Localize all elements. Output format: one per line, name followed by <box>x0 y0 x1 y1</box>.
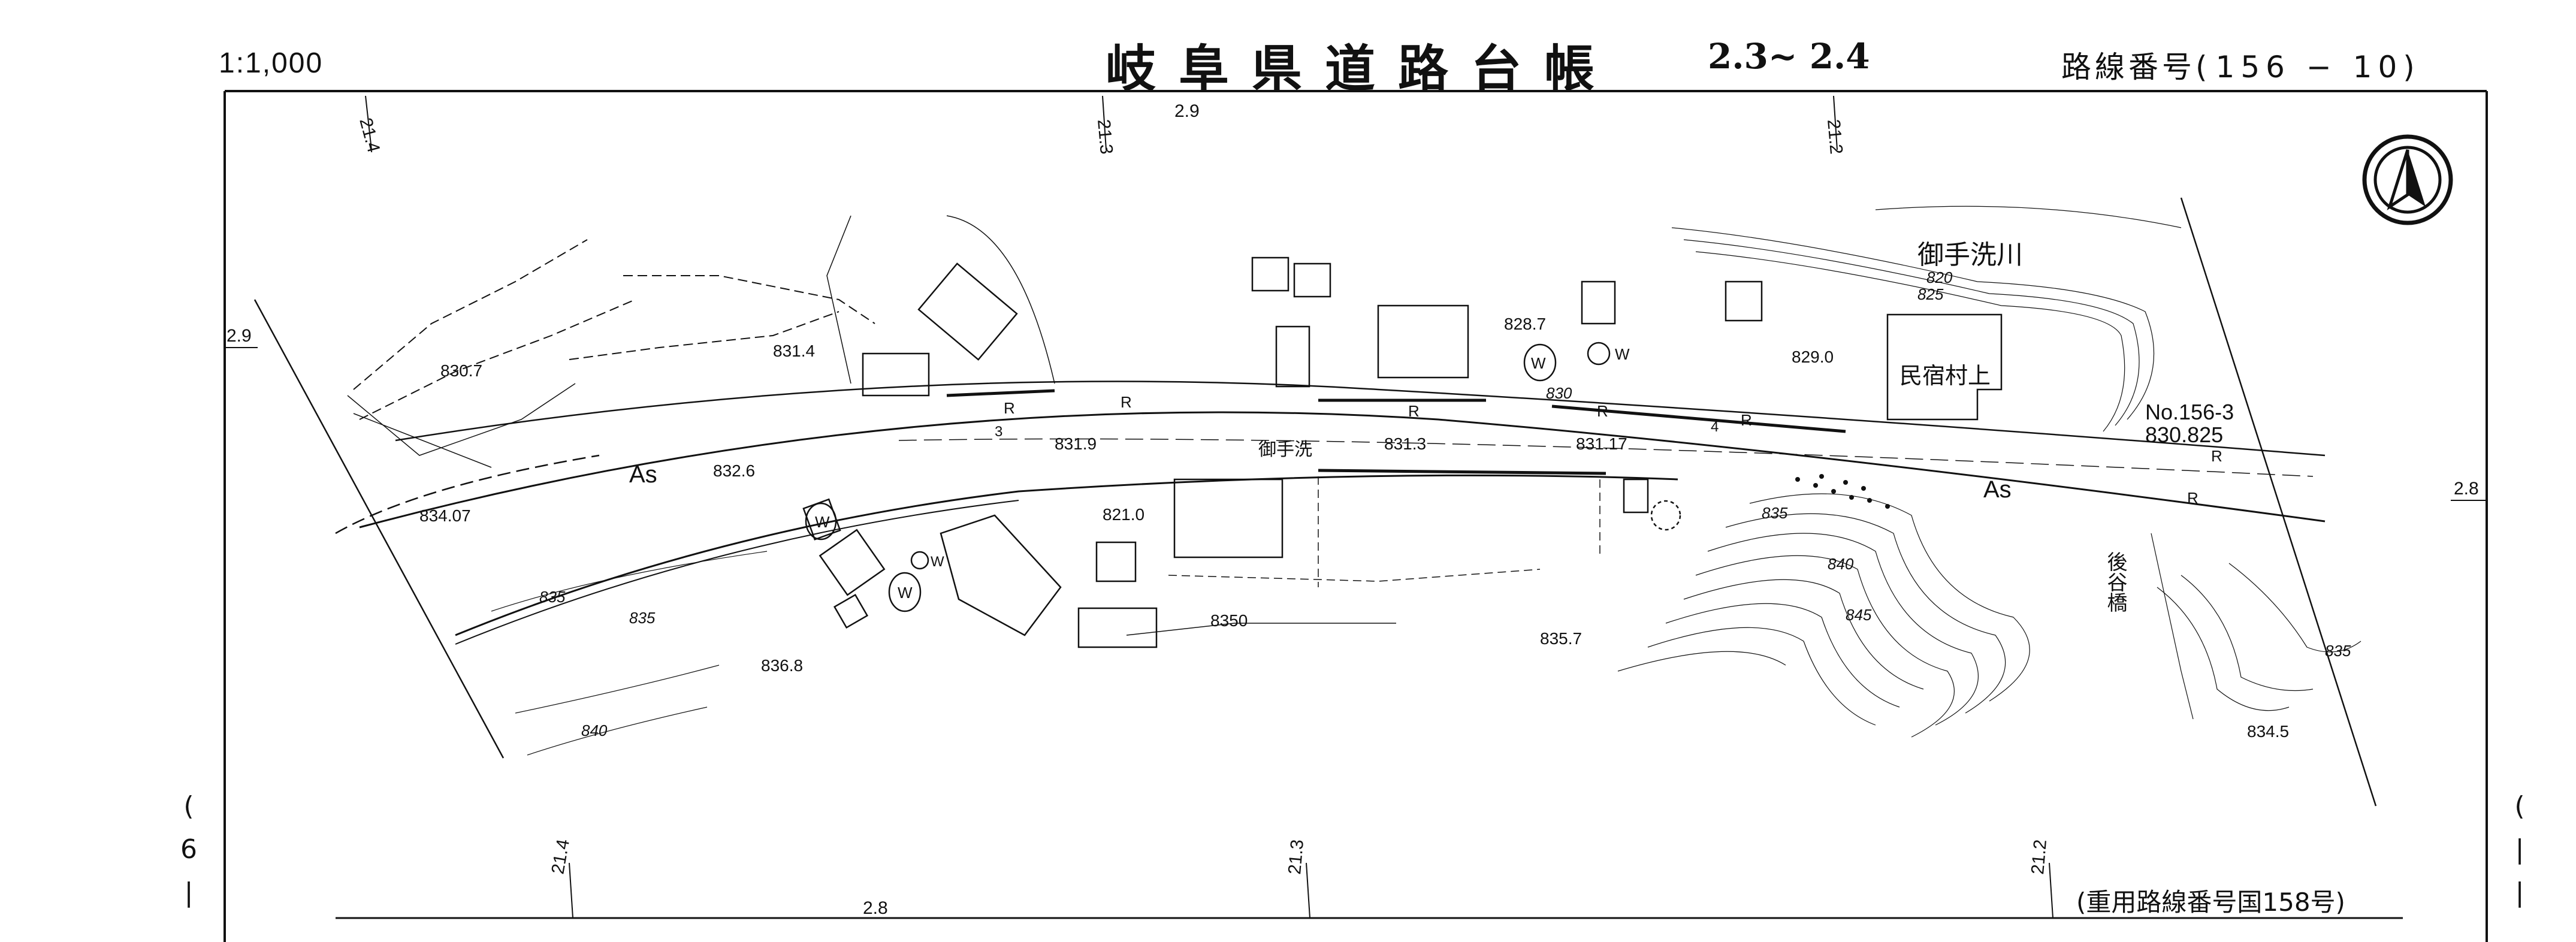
sheet-boundary <box>253 197 2377 807</box>
sheet-range: 2.3~ 2.4 <box>1708 36 1870 77</box>
spot-height: 831.9 <box>1055 434 1097 453</box>
sheet-right-num: | <box>2515 834 2524 865</box>
contour-right <box>2151 533 2361 720</box>
contour-label: 835 <box>629 609 656 627</box>
well-mark: W <box>1531 354 1546 372</box>
benchmark-elev: 830.825 <box>2145 422 2223 447</box>
spot-height: 832.6 <box>713 461 755 480</box>
spot-height: 834.5 <box>2247 722 2289 741</box>
well-mark: W <box>815 513 830 531</box>
sheet-left-num: 6 <box>180 834 197 865</box>
retaining-mark: R <box>1004 399 1015 417</box>
route-close: ) <box>2403 50 2418 84</box>
grid-label-top: 2.9 <box>1174 101 1200 121</box>
terrace-lines <box>347 215 1055 468</box>
route-number: 路線番号(156 − 10) <box>2061 43 2418 86</box>
spot-height: 834.07 <box>419 506 471 525</box>
route-label: 路線番号( <box>2061 50 2211 84</box>
grid-label-left: 2.9 <box>227 326 252 346</box>
retaining-mark: R <box>2187 489 2198 507</box>
terrace-fields <box>353 239 875 420</box>
contour-label: 840 <box>1828 555 1854 573</box>
contour-label: 840 <box>581 721 608 739</box>
spot-height: 831.3 <box>1384 434 1426 453</box>
sheet-left-bar: | <box>184 877 194 908</box>
grid-label-top: 21.2 <box>1823 119 1846 155</box>
road-surface-left: As <box>629 461 657 488</box>
spot-height: 829.0 <box>1792 348 1834 366</box>
well-mark: W <box>931 554 944 570</box>
well-mark: W <box>1615 345 1630 363</box>
map-labels: 御手洗川 民宿村上 後谷橋 御手洗 No.156-3 830.825 As As… <box>227 101 2479 918</box>
river-name: 御手洗川 <box>1917 240 2023 270</box>
embankment <box>1795 474 1890 509</box>
benchmark-id: No.156-3 <box>2145 400 2234 424</box>
guard-rails <box>946 389 1846 475</box>
buildings <box>802 256 2003 648</box>
contour-label: 820 <box>1926 268 1953 286</box>
retaining-mark: R <box>2211 447 2222 465</box>
lodge-name: 民宿村上 <box>1899 364 1991 389</box>
contour-lower-left <box>491 551 768 756</box>
contour-label: 845 <box>1846 606 1872 624</box>
contour-label: 825 <box>1917 285 1944 303</box>
retaining-mark: R <box>1597 402 1608 420</box>
grid-label-right: 2.8 <box>2454 479 2479 499</box>
lower-fences <box>1126 476 1600 636</box>
contour-label: 835 <box>2325 642 2351 660</box>
bridge-name: 後谷橋 <box>2104 551 2127 612</box>
spot-height: 821.0 <box>1103 505 1144 524</box>
well-circles <box>805 342 1681 612</box>
place-name: 御手洗 <box>1258 440 1312 460</box>
north-arrow-icon <box>2362 134 2453 225</box>
road-surface-right: As <box>1983 476 2012 503</box>
sheet-right-bar: | <box>2515 877 2524 908</box>
retaining-mark: R <box>1741 411 1752 429</box>
contour-label: 835 <box>1762 504 1788 522</box>
grid-label-bottom: 21.2 <box>2028 839 2050 875</box>
retaining-mark: R <box>1408 402 1420 420</box>
route-number-value: 156 − 10 <box>2215 50 2403 84</box>
sheet-number-left: ( 6 | <box>174 785 204 914</box>
river-contours <box>1671 206 2182 432</box>
sheet-left-open: ( <box>183 791 194 822</box>
contour-label: 830 <box>1546 384 1572 402</box>
grid-label-top: 21.3 <box>1094 119 1116 155</box>
spot-height: 831.17 <box>1576 434 1627 453</box>
spot-height: 830.7 <box>440 361 482 380</box>
grid-label-top: 21.4 <box>355 116 383 155</box>
road-lines <box>335 381 2326 645</box>
sheet-number-right: ( | | <box>2505 785 2535 914</box>
grid-ticks <box>225 95 2487 919</box>
spot-height: 835.7 <box>1540 629 1582 648</box>
sheet-right-open: ( <box>2514 791 2525 822</box>
km-post: 3 <box>995 424 1002 440</box>
map-scale: 1:1,000 <box>219 47 324 79</box>
retaining-mark: R <box>1121 393 1132 411</box>
spot-height: 828.7 <box>1504 315 1546 333</box>
contour-label: 835 <box>539 588 566 606</box>
km-post: 4 <box>1711 419 1719 435</box>
grid-label-bottom: 2.8 <box>863 898 888 918</box>
grid-label-bottom: 21.3 <box>1285 839 1307 875</box>
spot-height: 836.8 <box>761 656 803 675</box>
footer-note: (重用路線番号国158号) <box>2076 887 2345 917</box>
map-title: 岐阜県道路台帳 <box>1106 40 1618 98</box>
spot-height: 831.4 <box>773 342 815 360</box>
contour-hill <box>1617 493 2030 738</box>
map-frame <box>224 90 2488 942</box>
well-mark: W <box>898 584 913 602</box>
spot-height: 8350 <box>1210 611 1248 630</box>
